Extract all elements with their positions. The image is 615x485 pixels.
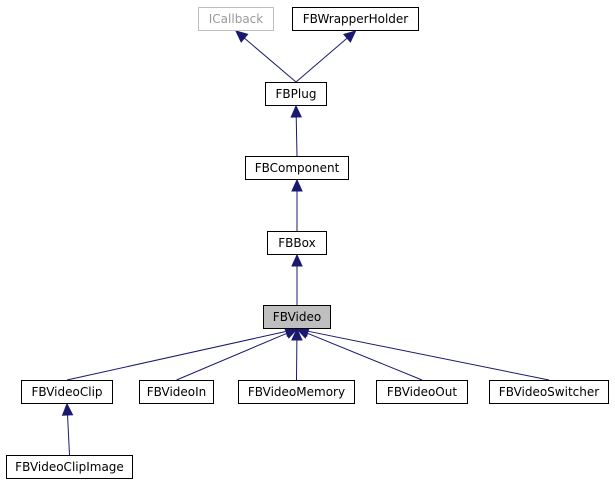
edge-line: [66, 330, 287, 381]
inheritance-edge-fbplug-to-icallback: [235, 30, 297, 83]
inheritance-edge-fbplug-to-fbwrapperholder: [295, 30, 357, 83]
arrowhead-icon: [343, 30, 357, 43]
inheritance-edge-fbvideoswitcher-to-fbvideo: [295, 325, 550, 381]
inheritance-edge-fbvideo-to-fbbox: [291, 253, 303, 305]
arrowhead-icon: [291, 253, 303, 267]
edge-line: [176, 332, 288, 381]
class-node-fbvideo[interactable]: FBVideo: [263, 305, 331, 329]
arrowhead-icon: [290, 104, 303, 118]
inheritance-edge-fbvideoclipimage-to-fbvideoclip: [61, 402, 74, 456]
arrowhead-icon: [235, 30, 249, 43]
inheritance-edge-fbbox-to-fbcomponent: [291, 178, 303, 231]
edge-line: [295, 37, 348, 83]
inheritance-edge-fbvideoout-to-fbvideo: [295, 327, 423, 381]
class-node-fbcomponent[interactable]: FBComponent: [245, 156, 349, 180]
class-node-fbwrapperholder[interactable]: FBWrapperHolder: [292, 7, 419, 31]
edge-line: [306, 332, 423, 381]
class-node-icallback[interactable]: ICallback: [198, 7, 274, 31]
edge-line: [307, 330, 550, 381]
class-node-fbvideoin[interactable]: FBVideoIn: [139, 380, 214, 404]
inheritance-edge-fbvideoclip-to-fbvideo: [66, 325, 299, 381]
edge-line: [295, 116, 298, 157]
arrowhead-icon: [291, 327, 303, 341]
inheritance-edge-fbvideomemory-to-fbvideo: [291, 327, 303, 381]
class-node-fbbox[interactable]: FBBox: [267, 231, 327, 255]
class-node-fbplug[interactable]: FBPlug: [265, 82, 327, 106]
class-node-fbvideoswitcher[interactable]: FBVideoSwitcher: [489, 380, 609, 404]
edge-line: [244, 37, 297, 83]
class-node-fbvideoclip[interactable]: FBVideoClip: [21, 380, 113, 404]
edge-line: [67, 414, 70, 456]
inheritance-edge-fbvideoin-to-fbvideo: [176, 328, 299, 381]
class-node-fbvideoclipimage[interactable]: FBVideoClipImage: [6, 455, 133, 479]
class-node-fbvideomemory[interactable]: FBVideoMemory: [238, 380, 355, 404]
arrowhead-icon: [291, 178, 303, 192]
class-node-fbvideoout[interactable]: FBVideoOut: [376, 380, 468, 404]
arrowhead-icon: [61, 402, 74, 416]
inheritance-edge-fbcomponent-to-fbplug: [290, 104, 303, 157]
